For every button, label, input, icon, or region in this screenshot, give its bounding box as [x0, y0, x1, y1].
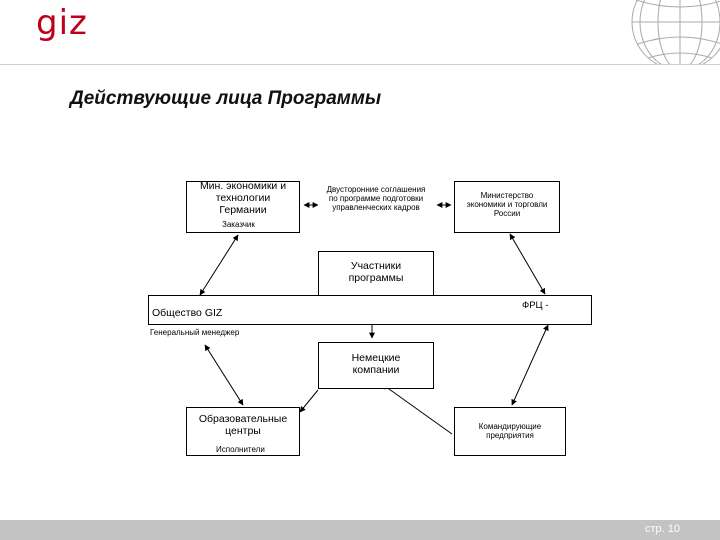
edge-russia-frc: [509, 233, 546, 295]
agreements-line-2: по программе подготовки: [328, 194, 424, 204]
footer-bar: [0, 520, 720, 540]
agreements-line-3: управленческих кадров: [332, 203, 420, 213]
node-education-centers-label: Образовательные центры: [186, 413, 300, 437]
german-companies-line-1: Немецкие: [351, 352, 401, 364]
node-ministry-germany: [186, 181, 300, 233]
ministry-germany-line-3: Германии: [219, 204, 267, 217]
participants-line-2: программы: [348, 272, 404, 285]
giz-society-role: Генеральный менеджер: [150, 328, 240, 337]
edge-giz-education: [204, 344, 244, 406]
ministry-russia-line-1: Министерство: [480, 191, 534, 200]
page-number: стр. 10: [644, 523, 680, 535]
header-divider: [0, 64, 720, 65]
node-participants-label: Участники программы: [318, 260, 434, 284]
ministry-germany-line-1: Мин. экономики и: [199, 180, 287, 192]
frc-label: ФРЦ -: [522, 300, 549, 311]
node-agreements: Двусторонние соглашения по программе под…: [316, 185, 436, 213]
sending-companies-line-1: Командирующие: [478, 422, 542, 431]
slide-title: Действующие лица Программы: [70, 88, 382, 109]
node-german-companies-label: Немецкие компании: [318, 352, 434, 376]
edge-frc-sending: [511, 324, 549, 406]
ministry-russia-line-3: России: [493, 209, 521, 219]
german-companies-line-2: компании: [352, 364, 400, 377]
node-ministry-germany-label: Мин. экономики и технологии Германии: [186, 180, 300, 216]
node-participants: [318, 251, 434, 300]
node-sending-companies-label: Командирующие предприятия: [454, 422, 566, 440]
education-centers-line-2: центры: [225, 425, 261, 438]
node-german-companies: [318, 342, 434, 389]
node-ministry-russia-label: Министерство экономики и торговли России: [454, 191, 560, 219]
education-centers-line-1: Образовательные: [198, 413, 288, 425]
education-centers-role: Исполнители: [216, 445, 265, 454]
node-giz-band: [148, 295, 592, 325]
edge-german-sending: [381, 383, 453, 435]
participants-line-1: Участники: [350, 260, 402, 272]
sending-companies-line-2: предприятия: [486, 431, 534, 441]
globe-icon: [631, 0, 720, 64]
ministry-russia-line-2: экономики и торговли: [466, 200, 548, 210]
agreements-line-1: Двусторонние соглашения: [326, 185, 426, 194]
node-sending-companies: [454, 407, 566, 456]
giz-logo: giz: [36, 3, 88, 43]
edge-germany-giz: [199, 234, 239, 296]
node-ministry-russia: [454, 181, 560, 233]
node-education-centers: [186, 407, 300, 456]
giz-society-label: Общество GIZ: [152, 307, 223, 319]
ministry-germany-line-2: технологии: [215, 192, 271, 205]
ministry-germany-role: Заказчик: [222, 220, 255, 229]
edge-german-education: [299, 389, 319, 413]
